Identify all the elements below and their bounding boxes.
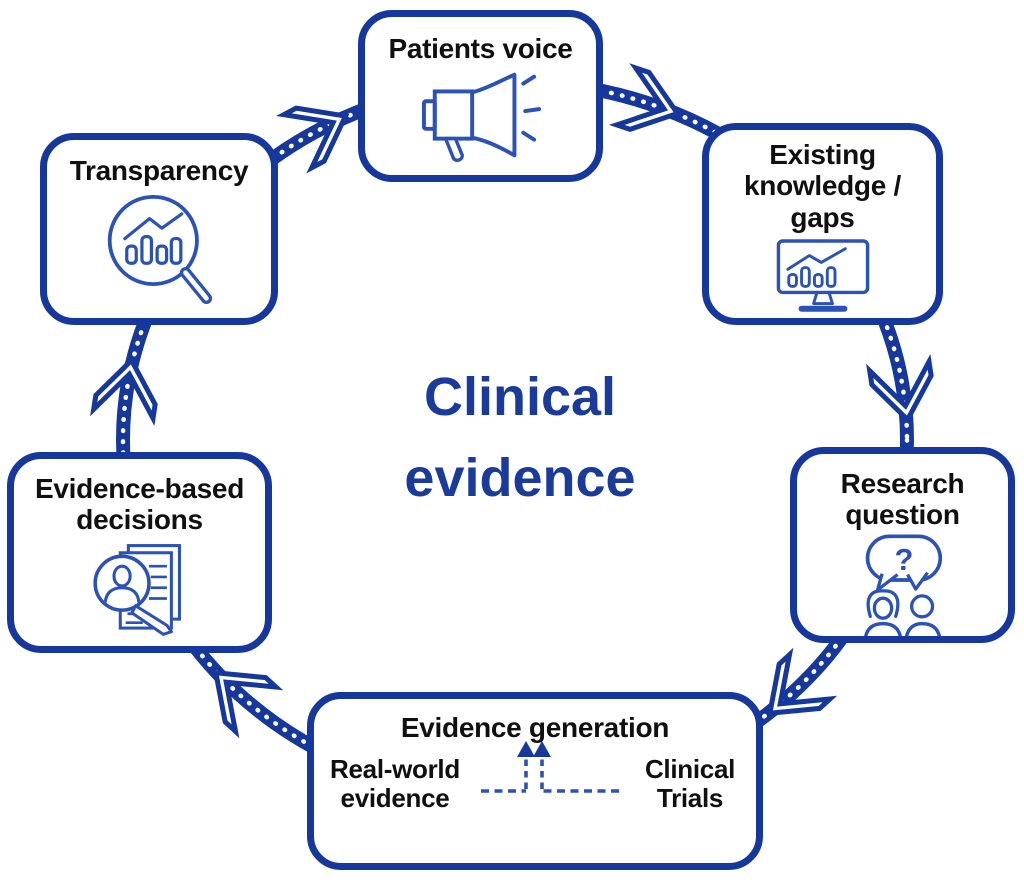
node-existing-knowledge: Existing knowledge / gaps [702,123,943,325]
center-title: Clinical evidence [315,357,725,519]
flow-arrow-icon [608,63,682,132]
clinical-trials-label: Clinical Trials [644,754,736,814]
node-research-question: Research question ? [790,447,1015,643]
node-label: Research question [840,468,965,531]
node-label: Transparency [69,155,249,186]
node-transparency: Transparency [40,133,278,325]
center-title-line1: Clinical [423,367,617,427]
flow-arrow-icon [90,356,158,427]
node-patients-voice: Patients voice [358,10,603,182]
node-evidence-based-decisions: Evidence-based decisions [7,452,272,653]
node-label: Existing knowledge / gaps [744,139,901,233]
magnifier-person-document-icon [92,543,181,636]
node-evidence-generation: Evidence generation Real-world evidence … [307,692,763,870]
flow-arrow-icon [212,669,284,739]
monitor-bar-chart-icon [776,239,869,312]
node-label: Patients voice [388,33,573,64]
evidence-sources-row: Real-world evidence Clinical Trials [314,741,756,815]
node-label: Evidence generation [400,712,670,743]
node-label: Evidence-based decisions [35,473,244,536]
magnifier-bar-chart-icon [107,195,213,305]
question-bubble-people-icon: ? [863,534,942,636]
flow-arrow-icon [866,353,934,424]
megaphone-icon [421,73,541,163]
flow-arrow-icon [275,105,350,174]
flow-arrow-icon [766,647,838,717]
merging-dashed-arrows-icon [481,741,619,794]
question-mark: ? [894,542,913,577]
center-title-line2: evidence [404,448,636,508]
real-world-evidence-label: Real-world evidence [330,754,460,814]
